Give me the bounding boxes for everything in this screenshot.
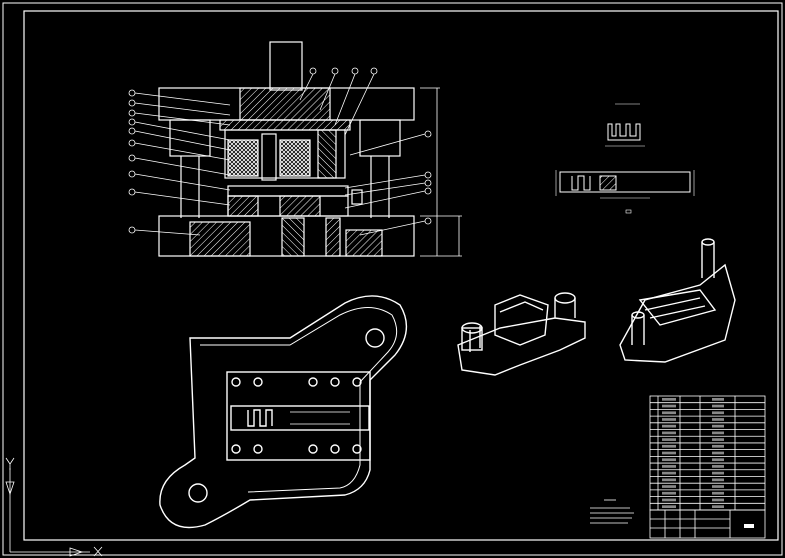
bom-cell-mark [712,424,724,428]
section-view-balloons-left [128,89,231,236]
bom-cell-mark [662,485,676,488]
bom-cell-mark [662,465,676,468]
part-plan-view [555,170,695,214]
bom-cell-mark [712,458,724,462]
bom-cell-mark [662,404,676,408]
section-view [158,41,462,257]
bom-cell-mark [662,398,676,401]
bom-cell-mark [712,478,724,482]
bom-cell-mark [662,418,676,421]
bom-cell-mark [662,451,676,455]
bom-cell-mark [712,438,724,441]
bom-cell-mark [712,418,724,421]
bom-cell-mark [662,438,676,441]
bom-cell-mark [712,444,724,448]
bom-cell-mark [712,431,724,435]
bom-cell-mark [712,411,724,415]
die-plan-view [159,295,408,529]
bom-cell-mark [712,404,724,408]
section-view-balloons-right [344,130,432,236]
bom-cell-mark [662,498,676,502]
ucs-axis-icon [5,457,103,557]
isometric-view-right [619,238,736,363]
bom-cell-mark [712,398,724,401]
bom-cell-mark [662,424,676,428]
bom-cell-mark [662,505,676,508]
bom-cell-mark [662,411,676,415]
bill-of-materials [649,395,766,511]
bom-cell-mark [662,444,676,448]
bom-cell-mark [712,451,724,455]
title-block [649,509,766,539]
bom-cell-mark [712,491,724,495]
technical-notes [590,499,634,524]
part-elevation-view [605,103,645,147]
bom-cell-mark [712,505,724,508]
section-view-balloons-top [299,67,378,136]
bom-cell-mark [712,498,724,502]
bom-cell-mark [662,478,676,482]
bom-cell-mark [662,471,676,475]
bom-cell-mark [662,431,676,435]
bom-cell-mark [712,465,724,468]
isometric-view-left [457,292,586,376]
sheet-inner-border [23,10,779,541]
bom-cell-mark [712,471,724,475]
bom-cell-mark [662,458,676,462]
bom-cell-mark [662,491,676,495]
bom-cell-mark [712,485,724,488]
